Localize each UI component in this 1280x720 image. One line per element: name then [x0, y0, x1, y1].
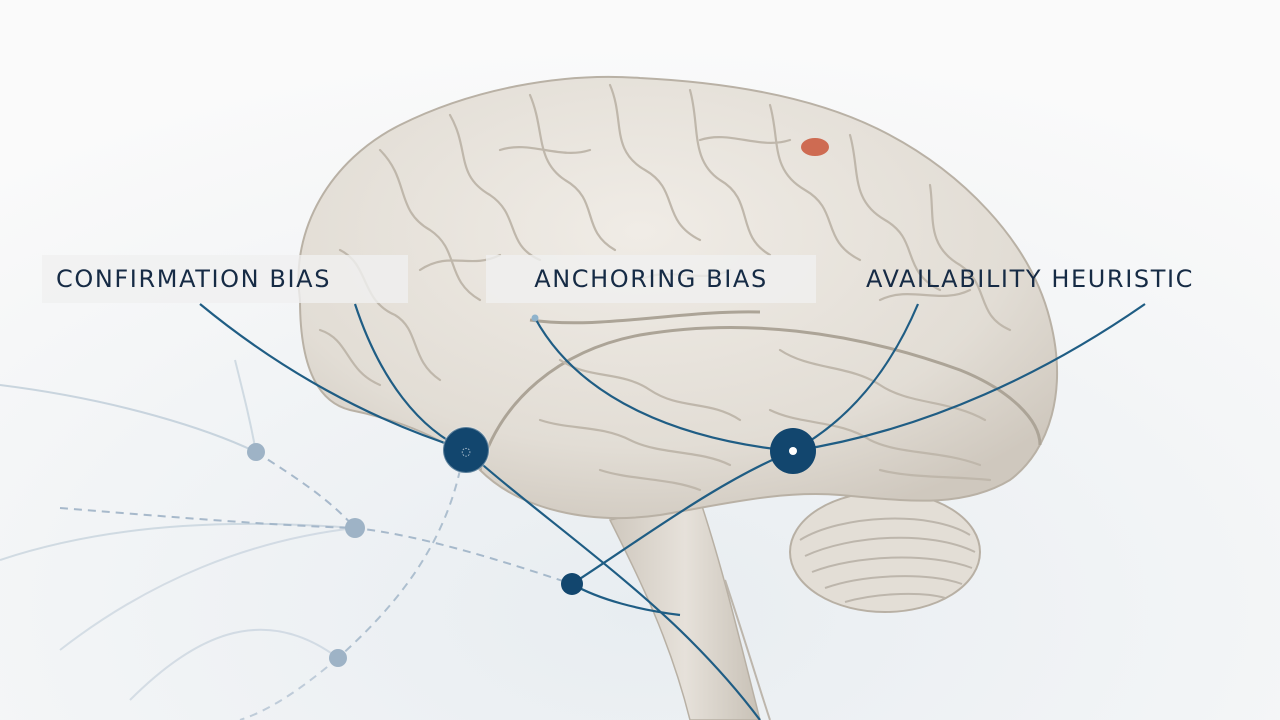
node-dot-icon: [789, 447, 797, 455]
network-node: [329, 649, 347, 667]
network-node: [345, 518, 365, 538]
label-confirmation-bias: CONFIRMATION BIAS: [42, 255, 408, 303]
node-tiny: [531, 314, 539, 322]
network-node: [247, 443, 265, 461]
node-circle-icon: ◌: [461, 445, 471, 458]
node-confirmation: ◌: [442, 426, 490, 474]
label-anchoring-bias: ANCHORING BIAS: [486, 255, 816, 303]
brain-stem: [608, 499, 771, 720]
highlight-spot: [801, 138, 829, 156]
cerebellum: [789, 491, 981, 613]
node-availability: [770, 428, 816, 474]
label-availability-heuristic: AVAILABILITY HEURISTIC: [866, 265, 1195, 293]
node-small: [561, 573, 583, 595]
